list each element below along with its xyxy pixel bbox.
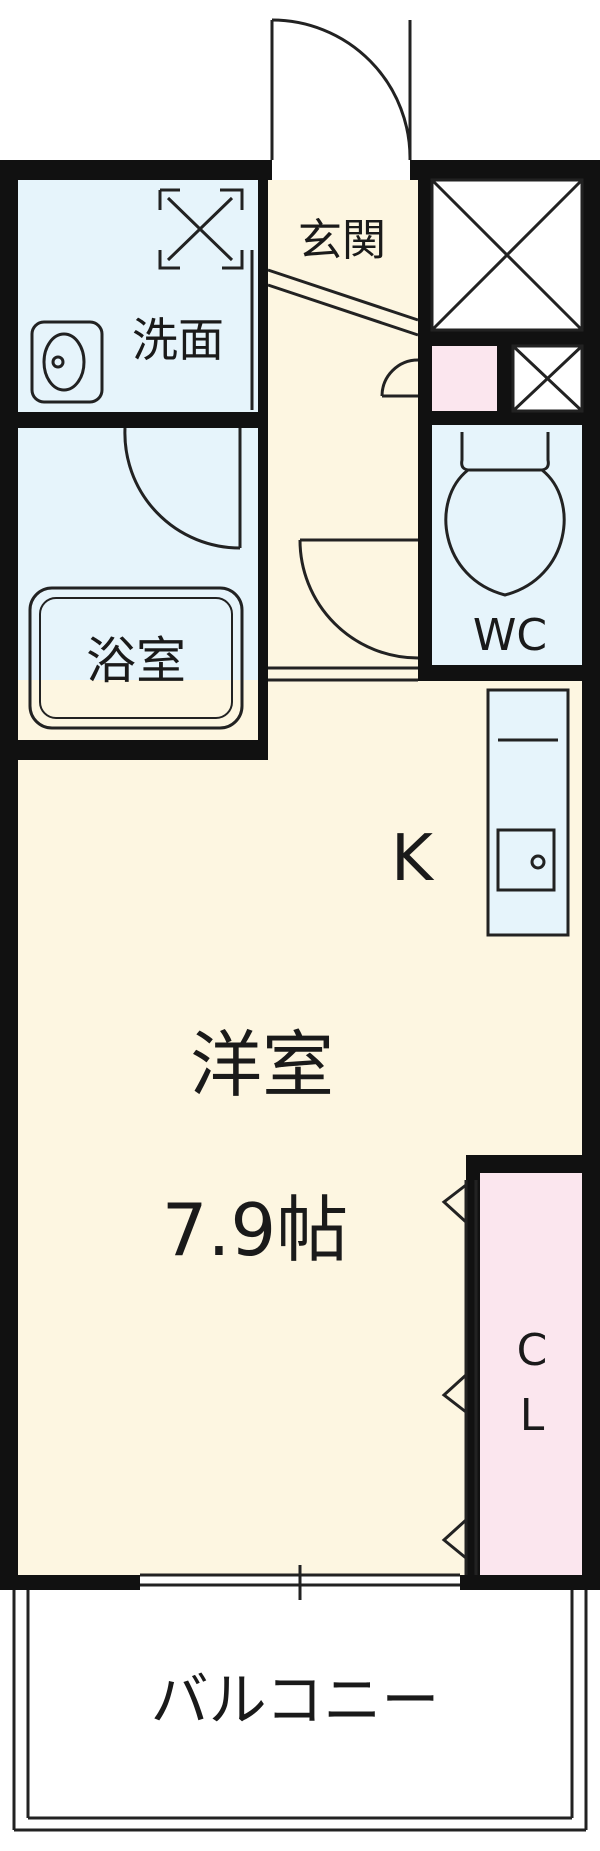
kitchen-counter [486, 688, 570, 937]
closet-label-c: C [517, 1325, 548, 1376]
entrance-knob [380, 358, 419, 397]
closet-floor [480, 1170, 582, 1575]
washbasin [30, 320, 104, 404]
bathroom-label: 浴室 [86, 632, 186, 690]
kitchen-label: K [391, 822, 435, 896]
shoe-cabinet [430, 178, 584, 332]
small-storage [511, 344, 584, 413]
western-room-size: 7.9帖 [162, 1188, 349, 1272]
entrance-label: 玄関 [298, 215, 386, 266]
balcony [12, 1590, 588, 1832]
washer-space-icon [158, 188, 244, 270]
balcony-label: バルコニー [151, 1666, 440, 1734]
washroom-label: 洗面 [132, 313, 224, 367]
wc-floor [432, 425, 582, 665]
wc-label: WC [473, 610, 547, 661]
closet-label-l: L [520, 1390, 545, 1441]
western-room-label: 洋室 [190, 1023, 334, 1107]
balcony-window [140, 1565, 460, 1600]
storage-floor [432, 346, 497, 411]
wash-floor [18, 180, 258, 412]
walls [0, 160, 600, 1590]
entrance-floor [258, 180, 418, 680]
wc-door [298, 538, 419, 660]
bath-door [123, 427, 242, 550]
entrance-step [267, 268, 419, 337]
closet-doors [441, 1180, 478, 1575]
bathtub-inner [39, 597, 233, 719]
entrance-door [270, 18, 412, 161]
toilet [444, 432, 566, 597]
bathtub [28, 586, 244, 730]
